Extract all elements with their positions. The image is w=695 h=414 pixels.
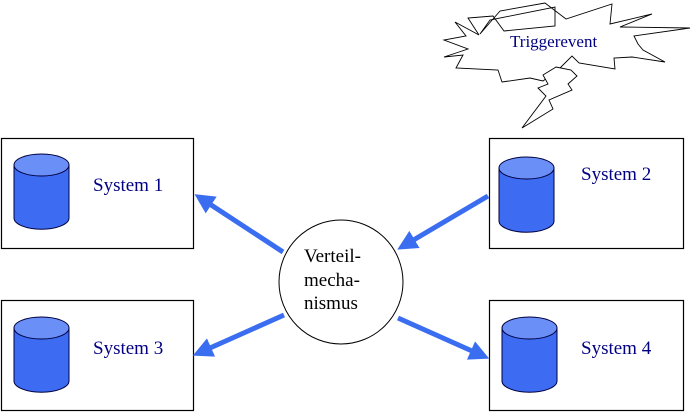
system-node-1: System 1 xyxy=(0,137,195,250)
explosion-burst-icon xyxy=(442,2,691,83)
database-icon xyxy=(13,153,70,230)
arrow-hub-to-system3 xyxy=(192,312,286,357)
system-label: System 4 xyxy=(581,338,652,359)
system-node-4: System 4 xyxy=(488,299,685,412)
hub-label-line-1: Verteil- xyxy=(304,246,361,267)
trigger-label: Triggerevent xyxy=(510,32,597,51)
system-label: System 3 xyxy=(93,338,163,359)
system-label: System 1 xyxy=(93,175,163,196)
database-icon xyxy=(498,156,555,233)
hub-circle xyxy=(278,219,404,345)
lightning-bolt-icon xyxy=(521,66,578,129)
arrow-system2-to-hub xyxy=(397,193,490,250)
arrow-hub-to-system4 xyxy=(396,315,490,360)
trigger-event: Triggerevent xyxy=(442,2,691,129)
database-icon xyxy=(13,316,70,393)
hub-label-line-2: mecha- xyxy=(304,270,360,291)
system-node-3: System 3 xyxy=(0,299,195,412)
distribution-hub: Verteil- mecha- nismus xyxy=(278,219,404,345)
hub-label-line-3: nismus xyxy=(304,293,358,314)
system-node-2: System 2 xyxy=(488,137,685,250)
arrow-hub-to-system1 xyxy=(194,194,285,255)
system-label: System 2 xyxy=(581,164,651,185)
database-icon xyxy=(501,316,558,393)
